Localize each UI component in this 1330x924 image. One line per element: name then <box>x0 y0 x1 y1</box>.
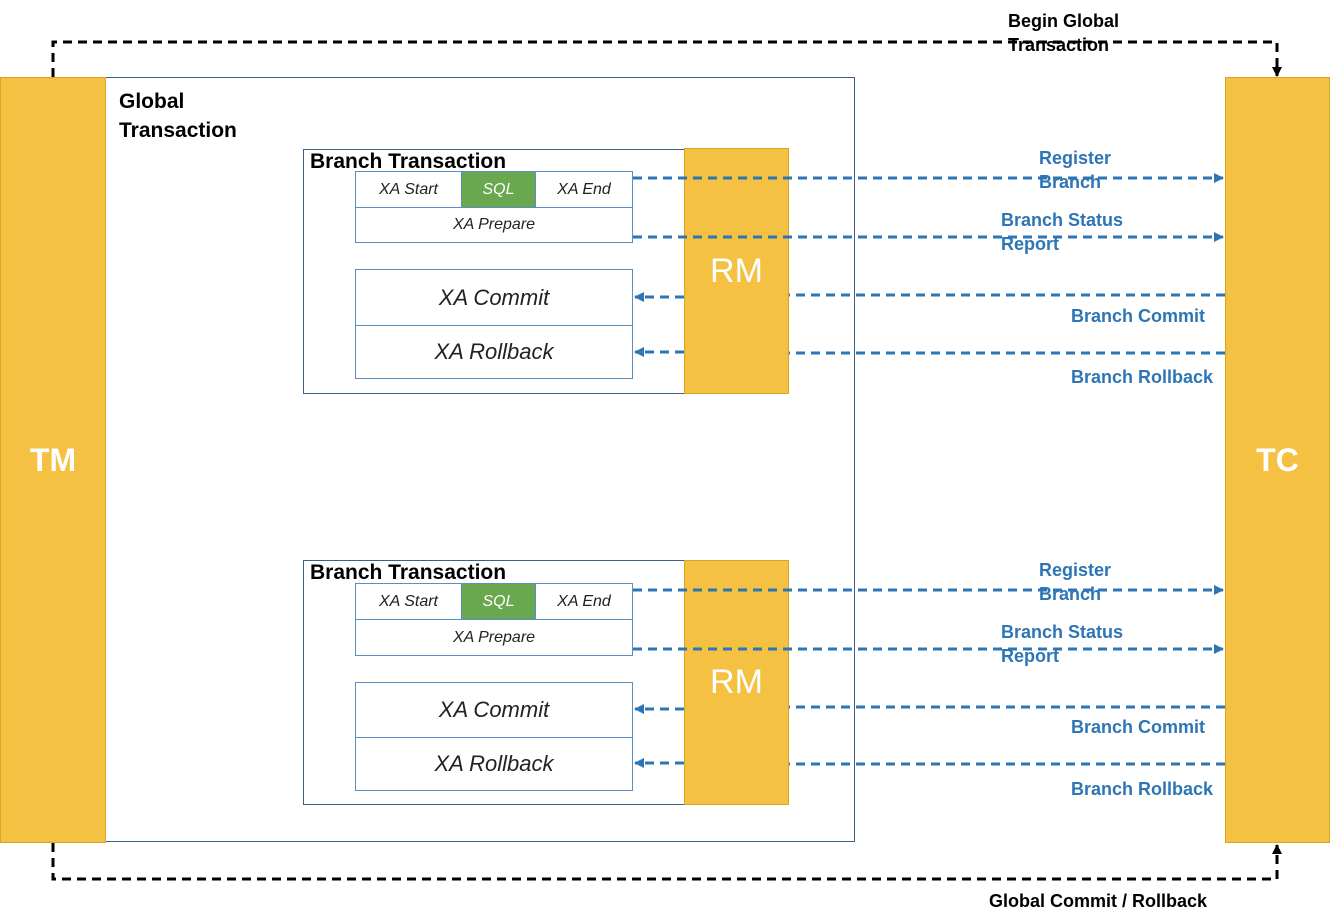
register-branch-line2: Branch <box>1039 584 1102 604</box>
branch-status-line1: Branch Status <box>1001 622 1124 642</box>
branch-transaction-title: Branch Transaction <box>310 150 507 173</box>
register-branch-line2: Branch <box>1039 172 1102 192</box>
branch-commit-label: Branch Commit <box>1071 306 1206 326</box>
rm-component: RM <box>684 148 789 394</box>
branch-commit-label: Branch Commit <box>1071 717 1206 737</box>
branch-status-report-label: Branch Status Report <box>1001 208 1123 256</box>
register-branch-line1: Register <box>1039 560 1112 580</box>
xa-prepare-step: XA Prepare <box>355 207 633 243</box>
global-commit-rollback-label: Global Commit / Rollback <box>989 891 1208 911</box>
tm-label: TM <box>29 441 77 478</box>
xa-end-step: XA End <box>535 583 633 620</box>
xa-rollback-step: XA Rollback <box>355 737 633 791</box>
branch-rollback-label: Branch Rollback <box>1071 367 1214 387</box>
sql-step: SQL <box>461 583 536 620</box>
xa-start-step: XA Start <box>355 583 462 620</box>
rm-component: RM <box>684 560 789 805</box>
branch-status-report-label: Branch Status Report <box>1001 620 1123 668</box>
xa-end-step: XA End <box>535 171 633 208</box>
global-transaction-label-line1: Global <box>119 90 185 113</box>
rm-label: RM <box>710 251 763 290</box>
begin-global-transaction-label: Begin Global Transaction <box>1008 9 1119 57</box>
branch-status-line1: Branch Status <box>1001 210 1124 230</box>
branch-rollback-label: Branch Rollback <box>1071 779 1214 799</box>
global-transaction-label-line2: Transaction <box>119 119 237 142</box>
xa-commit-step: XA Commit <box>355 269 633 326</box>
register-branch-label: Register Branch <box>1039 558 1111 606</box>
register-branch-line1: Register <box>1039 148 1112 168</box>
xa-rollback-step: XA Rollback <box>355 325 633 379</box>
begin-global-line1: Begin Global <box>1008 11 1120 31</box>
rm-label: RM <box>710 663 763 701</box>
register-branch-label: Register Branch <box>1039 146 1111 194</box>
begin-global-line2: Transaction <box>1008 35 1110 55</box>
xa-start-step: XA Start <box>355 171 462 208</box>
branch-status-line2: Report <box>1001 646 1059 666</box>
xa-commit-step: XA Commit <box>355 682 633 738</box>
branch-status-line2: Report <box>1001 234 1059 254</box>
tc-label: TC <box>1256 441 1299 478</box>
sql-step: SQL <box>461 171 536 208</box>
branch-transaction-title: Branch Transaction <box>310 561 507 584</box>
xa-prepare-step: XA Prepare <box>355 619 633 656</box>
tc-component: TC <box>1225 77 1330 843</box>
global-commit-arrow <box>51 843 1282 881</box>
global-transaction-label: Global Transaction <box>119 87 237 145</box>
tm-component: TM <box>0 77 106 843</box>
